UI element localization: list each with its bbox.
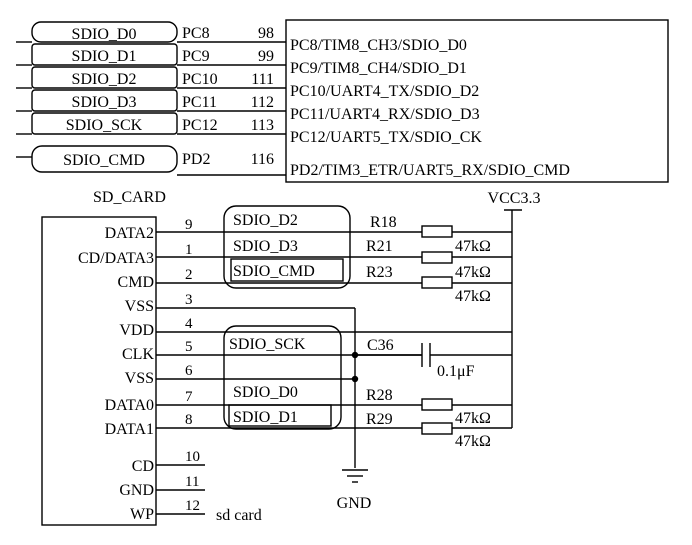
resistor-value: 47kΩ	[455, 288, 491, 305]
card-pin-name: VSS	[125, 370, 154, 387]
net-label-d1: SDIO_D1	[233, 409, 298, 426]
mcu-pin-function: PD2/TIM3_ETR/UART5_RX/SDIO_CMD	[290, 162, 570, 179]
vcc-rail: VCC3.3	[488, 190, 541, 428]
card-pin-number: 9	[185, 217, 193, 233]
resistor-value: 47kΩ	[455, 410, 491, 427]
mcu-pin-number: 116	[251, 151, 274, 168]
mcu-net-label: SDIO_D3	[72, 94, 137, 111]
net-label-cmd: SDIO_CMD	[233, 263, 315, 280]
card-net-labels: SDIO_D2 SDIO_D3 SDIO_CMD SDIO_SCK SDIO_D…	[223, 205, 351, 430]
card-pin-numbers: 9 1 2 3 4 5 6 7 8 10 11 12	[185, 217, 200, 514]
card-pin-number: 7	[185, 389, 193, 405]
vcc-label: VCC3.3	[488, 190, 541, 207]
mcu-pin-function: PC12/UART5_TX/SDIO_CK	[290, 129, 482, 146]
card-pin-name: CMD	[118, 274, 154, 291]
mcu-pin-number: 98	[258, 25, 274, 42]
card-pin-number: 3	[185, 292, 193, 308]
sd-card-footnote: sd card	[216, 507, 262, 524]
card-pin-number: 5	[185, 339, 193, 355]
card-pin-number: 8	[185, 412, 193, 428]
card-pin-number: 2	[185, 267, 193, 283]
pullup-resistors: R18 47kΩ R21 47kΩ R23 47kΩ R28 47kΩ R29 …	[366, 214, 512, 450]
mcu-pin-function: PC9/TIM8_CH4/SDIO_D1	[290, 60, 467, 77]
resistor-ref: R29	[366, 411, 393, 428]
card-pin-name: CD/DATA3	[78, 250, 154, 267]
resistor-value: 47kΩ	[455, 433, 491, 450]
resistor-value: 47kΩ	[455, 264, 491, 281]
card-pin-number: 6	[185, 363, 193, 379]
mcu-pin-number: 112	[251, 94, 274, 111]
card-pin-name: DATA1	[105, 421, 154, 438]
mcu-pin-function: PC8/TIM8_CH3/SDIO_D0	[290, 37, 467, 54]
sd-card-symbol: DATA2 CD/DATA3 CMD VSS VDD CLK VSS DATA0…	[41, 216, 157, 526]
card-pin-name: DATA0	[105, 397, 154, 414]
gnd-label: GND	[337, 495, 372, 512]
mcu-net-label: SDIO_SCK	[66, 117, 143, 134]
sd-card-title: SD_CARD	[93, 189, 166, 206]
net-label-d3: SDIO_D3	[233, 238, 298, 255]
card-pin-number: 12	[185, 498, 200, 514]
capacitor-ref: C36	[367, 337, 394, 354]
card-pin-name: VSS	[125, 298, 154, 315]
resistor-ref: R21	[366, 238, 393, 255]
mcu-port-label: PD2	[182, 151, 210, 168]
card-pin-number: 11	[185, 474, 199, 490]
mcu-pin-function: PC10/UART4_TX/SDIO_D2	[290, 83, 479, 100]
resistor-ref: R18	[370, 214, 397, 231]
mcu-port-label: PC11	[182, 94, 217, 111]
capacitor-value: 0.1μF	[437, 363, 475, 380]
card-pin-name: VDD	[119, 322, 154, 339]
net-label-d0: SDIO_D0	[233, 384, 298, 401]
resistor-ref: R28	[366, 387, 393, 404]
card-pin-name: CLK	[122, 346, 154, 363]
mcu-net-label: SDIO_D1	[72, 48, 137, 65]
capacitor-c36: C36 0.1μF	[355, 337, 512, 380]
resistor-ref: R23	[366, 264, 393, 281]
card-pin-name: DATA2	[105, 225, 154, 242]
net-label-d2: SDIO_D2	[233, 212, 298, 229]
net-label-sck: SDIO_SCK	[229, 336, 306, 353]
mcu-pin-number: 99	[258, 48, 274, 65]
mcu-net-label: SDIO_D0	[72, 26, 137, 43]
card-pin-number: 4	[185, 316, 193, 332]
mcu-port-label: PC12	[182, 117, 218, 134]
card-pin-number: 1	[185, 242, 193, 258]
mcu-net-table: SDIO_D0 SDIO_D1 SDIO_D2 SDIO_D3 SDIO_SCK…	[16, 21, 286, 176]
mcu-net-label: SDIO_CMD	[63, 152, 145, 169]
card-pin-name: CD	[132, 458, 154, 475]
mcu-port-label: PC10	[182, 71, 218, 88]
card-pin-name: WP	[130, 506, 154, 523]
resistor-value: 47kΩ	[455, 238, 491, 255]
mcu-pin-number: 111	[251, 71, 274, 88]
mcu-pin-function: PC11/UART4_RX/SDIO_D3	[290, 106, 480, 123]
mcu-net-label: SDIO_D2	[72, 71, 137, 88]
mcu-port-label: PC9	[182, 48, 210, 65]
mcu-port-label: PC8	[182, 25, 210, 42]
mcu-symbol: PC8/TIM8_CH3/SDIO_D0 PC9/TIM8_CH4/SDIO_D…	[285, 19, 669, 183]
mcu-pin-number: 113	[251, 117, 274, 134]
card-pin-name: GND	[119, 482, 154, 499]
card-pin-number: 10	[185, 449, 200, 465]
